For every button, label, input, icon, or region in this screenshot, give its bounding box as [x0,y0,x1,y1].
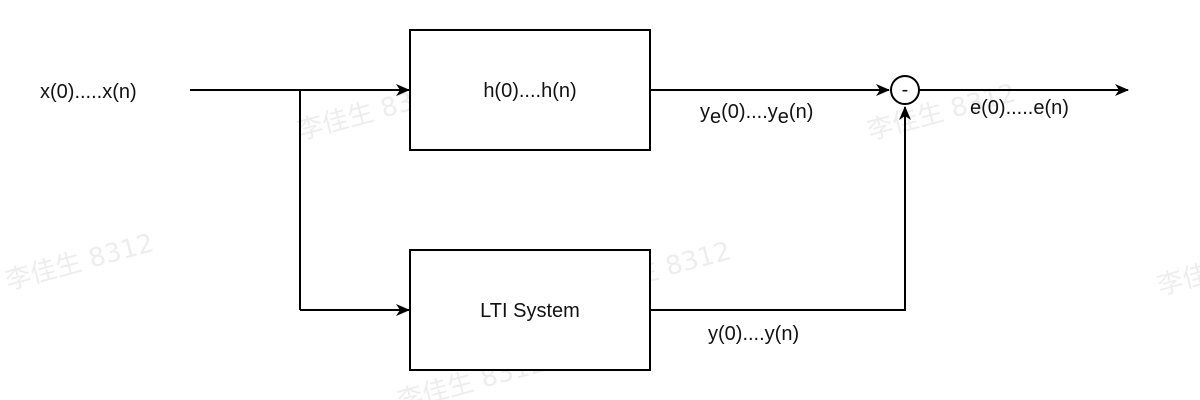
lti-system-box [409,249,651,371]
input-signal-label: x(0).....x(n) [40,81,137,103]
estimate-subscript: e [710,106,721,128]
watermark: 李佳生 8312 [2,228,157,296]
estimate-signal-label: ye(0)....ye(n) [700,101,813,128]
watermark: 李佳生 8312 [1154,233,1200,301]
filter-box [409,29,651,151]
estimate-end: (n) [789,101,813,123]
estimate-mid: (0).... [721,101,768,123]
error-signal-label: e(0).....e(n) [970,97,1069,119]
system-output-label: y(0)....y(n) [708,323,799,345]
lti-system-label: LTI System [480,300,580,322]
summing-junction-sign: - [902,79,909,101]
estimate-base: y [700,101,710,123]
system-output-line [650,106,911,311]
filter-box-label: h(0)....h(n) [483,80,576,102]
estimate-base-2: y [768,101,778,123]
estimate-subscript-2: e [778,106,789,128]
